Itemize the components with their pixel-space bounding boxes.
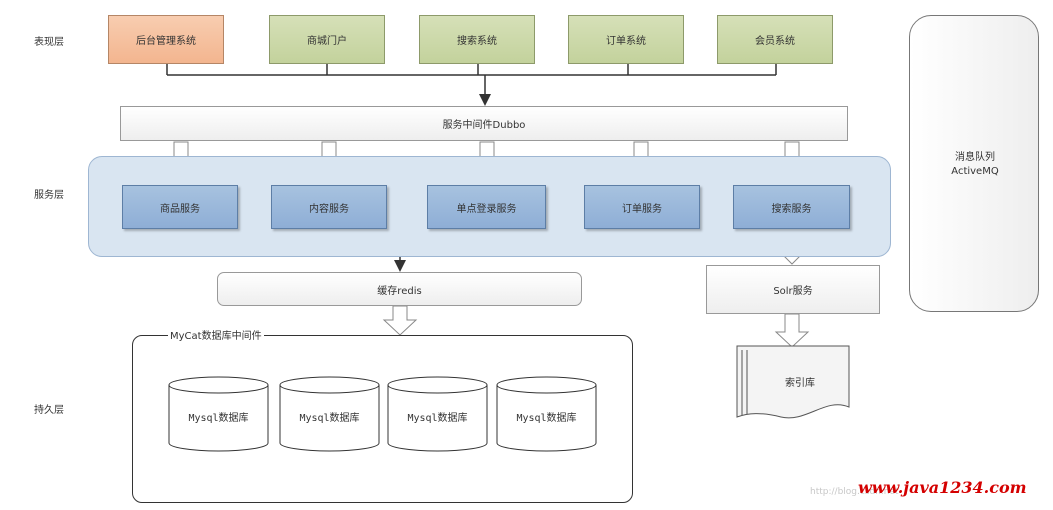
mysql-database-3-label: Mysql数据库	[407, 413, 468, 424]
solr-service-label: Solr服务	[773, 286, 813, 297]
index-store-shape	[736, 345, 850, 419]
product-service-box: 商品服务	[122, 185, 238, 229]
redis-cache-label: 缓存redis	[377, 285, 422, 297]
presentation-to-dubbo-connector	[166, 63, 777, 106]
index-store-label: 索引库	[785, 378, 815, 389]
service-layer-label: 服务层	[34, 190, 64, 201]
redis-cache-box: 缓存redis	[217, 272, 582, 306]
watermark-text: www.java1234.com	[858, 478, 1027, 497]
mysql-database-3: Mysql数据库	[387, 376, 488, 452]
dubbo-middleware-box: 服务中间件Dubbo	[120, 106, 848, 141]
persistence-layer-label: 持久层	[34, 405, 64, 416]
message-queue-box: 消息队列 ActiveMQ	[909, 15, 1039, 312]
search-service-box: 搜索服务	[733, 185, 850, 229]
arrow-solr-to-index	[774, 313, 810, 348]
mycat-title: MyCat数据库中间件	[168, 327, 264, 342]
mysql-database-2: Mysql数据库	[279, 376, 380, 452]
presentation-layer-label: 表现层	[34, 37, 64, 48]
mq-label-line2: ActiveMQ	[951, 166, 999, 177]
order-system-box: 订单系统	[568, 15, 684, 64]
mysql-database-1: Mysql数据库	[168, 376, 269, 452]
admin-system-label: 后台管理系统	[136, 36, 196, 47]
solr-service-box: Solr服务	[706, 265, 880, 314]
mq-label-line1: 消息队列	[955, 152, 995, 163]
order-service-label: 订单服务	[622, 203, 662, 215]
content-service-box: 内容服务	[271, 185, 387, 229]
mall-portal-label: 商城门户	[307, 36, 347, 47]
mall-portal-box: 商城门户	[269, 15, 385, 64]
order-system-label: 订单系统	[606, 36, 646, 47]
order-service-box: 订单服务	[584, 185, 700, 229]
product-service-label: 商品服务	[160, 203, 200, 215]
content-service-label: 内容服务	[309, 203, 349, 215]
arrow-redis-to-mycat	[382, 305, 418, 336]
mycat-container	[132, 335, 633, 503]
sso-service-label: 单点登录服务	[456, 203, 517, 215]
dubbo-middleware-label: 服务中间件Dubbo	[442, 120, 526, 131]
mq-label: 消息队列 ActiveMQ	[910, 151, 1040, 179]
sso-service-box: 单点登录服务	[427, 185, 546, 229]
member-system-label: 会员系统	[755, 36, 795, 47]
mysql-database-4: Mysql数据库	[496, 376, 597, 452]
search-system-label: 搜索系统	[457, 36, 497, 47]
mysql-database-1-label: Mysql数据库	[188, 413, 249, 424]
faint-source-text: http://blog.csdn.net	[810, 487, 899, 497]
member-system-box: 会员系统	[717, 15, 833, 64]
mysql-database-2-label: Mysql数据库	[299, 413, 360, 424]
search-system-box: 搜索系统	[419, 15, 535, 64]
admin-system-box: 后台管理系统	[108, 15, 224, 64]
search-service-label: 搜索服务	[771, 203, 812, 215]
mysql-database-4-label: Mysql数据库	[516, 413, 577, 424]
